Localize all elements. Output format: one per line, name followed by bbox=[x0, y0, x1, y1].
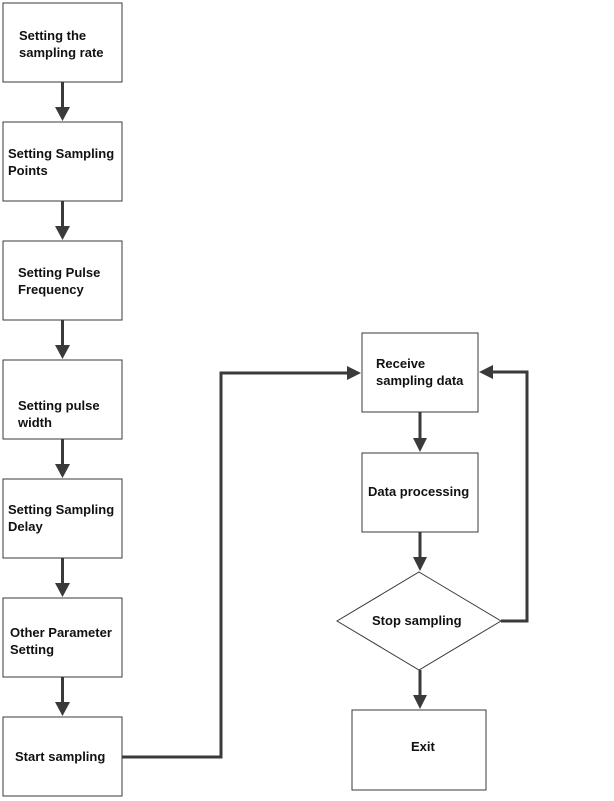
arrowhead bbox=[55, 226, 70, 240]
node-other-parameter-setting: Other Parameter Setting bbox=[2, 597, 123, 678]
arrowhead bbox=[55, 464, 70, 478]
process-box bbox=[2, 121, 123, 202]
arrowhead bbox=[413, 438, 427, 452]
node-label-line-2: sampling data bbox=[376, 373, 464, 388]
node-label-line-1: Setting pulse bbox=[18, 398, 100, 413]
edge-stop-to-exit bbox=[413, 670, 427, 709]
edge-receive-to-processing bbox=[413, 412, 427, 452]
node-receive-sampling-data: Receive sampling data bbox=[361, 332, 479, 413]
node-setting-sampling-points: Setting Sampling Points bbox=[2, 121, 123, 202]
process-box bbox=[2, 597, 123, 678]
node-label-line-1: Setting Pulse bbox=[18, 265, 100, 280]
node-label-line-1: Setting Sampling bbox=[8, 146, 114, 161]
edge-points-to-frequency bbox=[55, 201, 70, 240]
node-label-line-2: width bbox=[17, 415, 52, 430]
terminal-box bbox=[351, 709, 487, 791]
arrowhead bbox=[55, 345, 70, 359]
edge-start-to-receive bbox=[122, 366, 361, 759]
arrowhead bbox=[347, 366, 361, 380]
node-label-line-1: Setting Sampling bbox=[8, 502, 114, 517]
process-box bbox=[2, 2, 123, 83]
node-label-line-1: Other Parameter bbox=[10, 625, 112, 640]
node-setting-sampling-rate: Setting the sampling rate bbox=[2, 2, 123, 83]
arrowhead bbox=[413, 695, 427, 709]
edge-rate-to-points bbox=[55, 82, 70, 121]
process-box bbox=[2, 359, 123, 440]
edge-other-to-start bbox=[55, 677, 70, 716]
arrowhead bbox=[55, 583, 70, 597]
node-label: Exit bbox=[411, 739, 436, 754]
process-box bbox=[2, 478, 123, 559]
process-box bbox=[2, 716, 123, 797]
node-label-line-2: sampling rate bbox=[19, 45, 104, 60]
node-label-line-2: Delay bbox=[8, 519, 43, 534]
edge-processing-to-stop bbox=[413, 532, 427, 571]
node-setting-sampling-delay: Setting Sampling Delay bbox=[2, 478, 123, 559]
connector-line bbox=[492, 370, 529, 623]
node-setting-pulse-width: Setting pulse width bbox=[2, 359, 123, 440]
node-label-line-2: Frequency bbox=[18, 282, 85, 297]
node-start-sampling: Start sampling bbox=[2, 716, 123, 797]
node-label: Start sampling bbox=[15, 749, 105, 764]
connector-line bbox=[122, 371, 348, 759]
node-label: Stop sampling bbox=[372, 613, 462, 628]
node-label: Data processing bbox=[368, 484, 469, 499]
process-box bbox=[361, 332, 479, 413]
edge-width-to-delay bbox=[55, 439, 70, 478]
arrowhead bbox=[55, 702, 70, 716]
node-label-line-1: Setting the bbox=[19, 28, 86, 43]
arrowhead bbox=[55, 107, 70, 121]
node-stop-sampling: Stop sampling bbox=[336, 571, 502, 671]
node-setting-pulse-frequency: Setting Pulse Frequency bbox=[2, 240, 123, 321]
edge-frequency-to-width bbox=[55, 320, 70, 359]
node-data-processing: Data processing bbox=[361, 452, 479, 533]
arrowhead bbox=[413, 557, 427, 571]
node-exit: Exit bbox=[351, 709, 487, 791]
process-box bbox=[2, 240, 123, 321]
edge-stop-loop-to-receive bbox=[479, 365, 529, 623]
node-label-line-2: Setting bbox=[10, 642, 54, 657]
node-label-line-2: Points bbox=[8, 163, 48, 178]
edge-delay-to-other bbox=[55, 558, 70, 597]
arrowhead bbox=[479, 365, 493, 379]
node-label-line-1: Receive bbox=[376, 356, 425, 371]
